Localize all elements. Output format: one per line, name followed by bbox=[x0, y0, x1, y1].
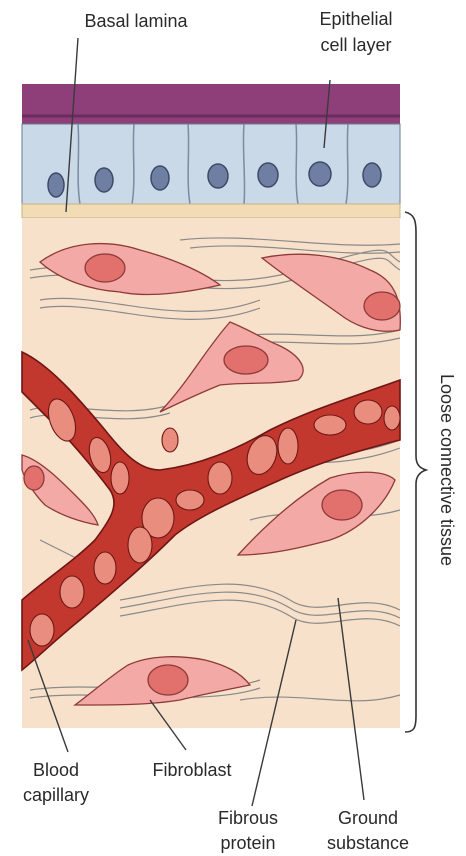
fibrous-protein-label-line2: protein bbox=[220, 833, 275, 853]
blood-capillary-label-line2: capillary bbox=[23, 785, 89, 805]
basal-lamina-label: Basal lamina bbox=[84, 11, 188, 31]
epithelial-cell-layer-label-line2: cell layer bbox=[320, 35, 391, 55]
loose-connective-tissue-region bbox=[22, 212, 426, 732]
blood-capillary-label-line1: Blood bbox=[33, 760, 79, 780]
apical-surface bbox=[22, 84, 400, 124]
epithelial-cell-layer bbox=[22, 84, 400, 204]
epithelial-cell-layer-label-line1: Epithelial bbox=[319, 9, 392, 29]
loose-connective-tissue-bracket bbox=[405, 212, 426, 732]
ground-substance-label-line1: Ground bbox=[338, 808, 398, 828]
loose-connective-tissue-label: Loose connective tissue bbox=[437, 374, 457, 566]
fibrous-protein-label-line1: Fibrous bbox=[218, 808, 278, 828]
basal-lamina bbox=[22, 204, 400, 218]
ground-substance-label-line2: substance bbox=[327, 833, 409, 853]
fibroblast-label: Fibroblast bbox=[152, 760, 231, 780]
